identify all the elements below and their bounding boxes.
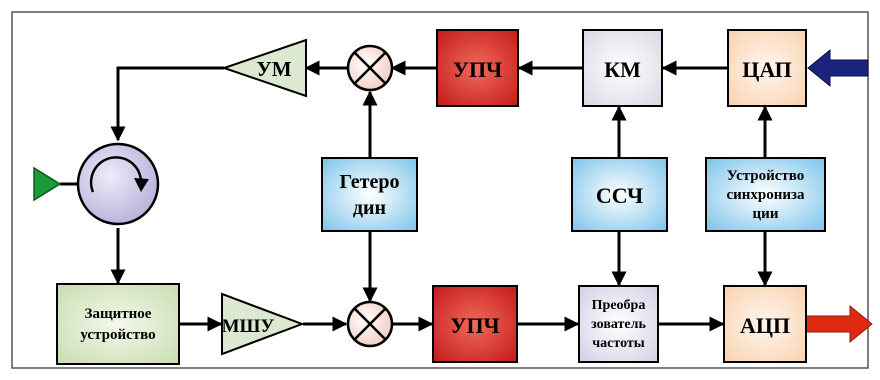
block-sync: Устройство синхрониза ции — [705, 157, 826, 232]
block-freq-conv-line3: частоты — [592, 336, 644, 351]
block-ssch: ССЧ — [571, 157, 668, 232]
arrow-um-to-circulator — [110, 66, 224, 142]
block-mshu-label: МШУ — [222, 316, 275, 337]
block-um: УМ — [220, 38, 307, 98]
block-upch-bottom-label: УПЧ — [450, 313, 499, 338]
block-upch-bottom: УПЧ — [432, 285, 518, 363]
block-upch-top-label: УПЧ — [453, 57, 502, 82]
block-upch-top: УПЧ — [436, 29, 519, 107]
block-protect-line1: Защитное — [85, 306, 152, 322]
block-atsp: АЦП — [723, 285, 807, 363]
block-mshu: МШУ — [221, 292, 305, 356]
block-freq-conv: Преобра зователь частоты — [578, 285, 659, 363]
mixer-top — [346, 44, 394, 92]
antenna-icon — [33, 166, 62, 202]
block-km-label: КМ — [604, 57, 641, 82]
diagram-frame — [11, 11, 869, 369]
input-arrow-icon — [807, 48, 869, 88]
block-freq-conv-line1: Преобра — [592, 298, 646, 313]
circulator — [76, 142, 160, 226]
block-ssch-label: ССЧ — [596, 183, 643, 208]
connectors — [60, 60, 773, 332]
block-km: КМ — [582, 29, 663, 107]
block-tsap-label: ЦАП — [742, 57, 792, 82]
mixer-bottom — [346, 300, 394, 348]
circulator-rotation-icon — [89, 156, 143, 193]
block-geterodin-line2: дин — [353, 197, 386, 219]
block-protect-line2: устройство — [80, 327, 155, 343]
block-freq-conv-line2: зователь — [591, 317, 646, 332]
block-geterodin: Гетеро дин — [321, 157, 418, 232]
output-arrow-icon — [805, 304, 873, 344]
block-protect: Защитное устройство — [56, 283, 180, 365]
block-sync-line1: Устройство — [727, 168, 805, 184]
block-sync-line3: ции — [753, 206, 779, 222]
block-um-label: УМ — [256, 57, 291, 81]
block-atsp-label: АЦП — [740, 313, 790, 338]
block-tsap: ЦАП — [727, 29, 807, 107]
block-geterodin-line1: Гетеро — [340, 171, 400, 193]
block-sync-line2: синхрониза — [726, 187, 805, 203]
